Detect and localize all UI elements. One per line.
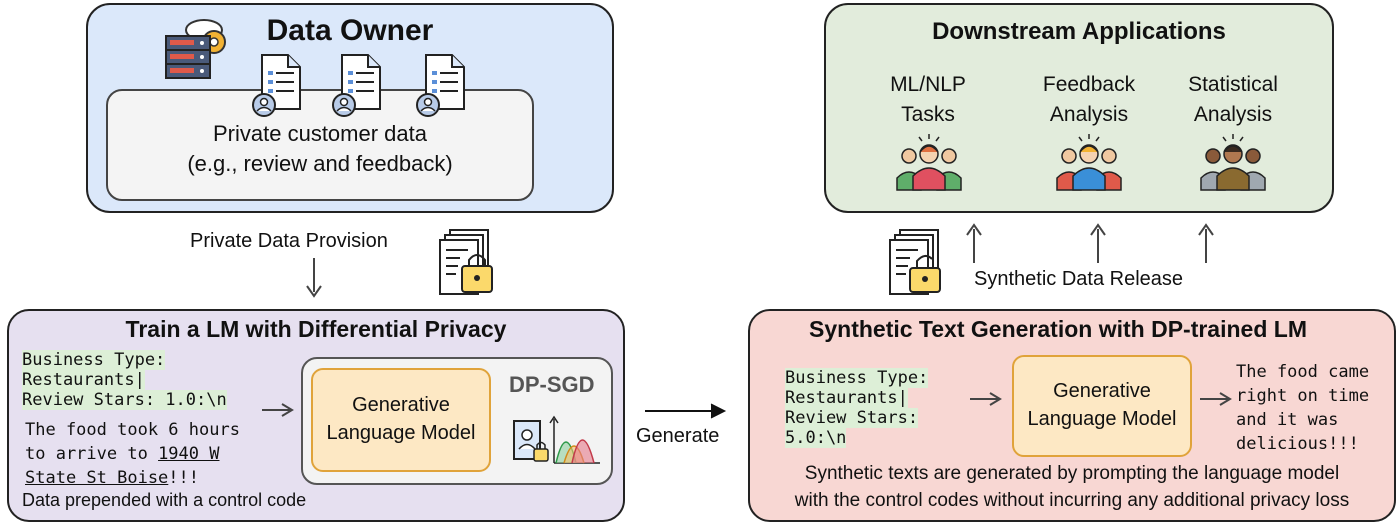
release-arrow bbox=[1198, 223, 1214, 263]
synth-output-line: The food came bbox=[1236, 362, 1370, 382]
synth-output-line: right on time bbox=[1236, 386, 1370, 406]
train-model-box bbox=[311, 368, 491, 472]
generate-arrow bbox=[645, 403, 727, 419]
synth-output-line: and it was bbox=[1236, 410, 1339, 430]
synth-model-line2: Language Model bbox=[1027, 408, 1177, 430]
release-arrow bbox=[966, 223, 982, 263]
team-icon bbox=[896, 134, 962, 191]
train-caption: Data prepended with a control code bbox=[22, 490, 307, 510]
train-code-line: Business Type: bbox=[22, 350, 166, 370]
synth-caption-line2: with the control codes without incurring… bbox=[794, 490, 1350, 511]
app-label-line1: Feedback bbox=[1042, 73, 1136, 96]
data-owner-title: Data Owner bbox=[266, 14, 434, 47]
train-title: Train a LM with Differential Privacy bbox=[125, 316, 507, 342]
private-data-line1: Private customer data bbox=[213, 121, 427, 146]
user-document-icon bbox=[252, 54, 301, 117]
app-label-line1: ML/NLP bbox=[890, 73, 966, 96]
synth-output-line: delicious!!! bbox=[1236, 434, 1359, 454]
synth-code-line: Business Type: bbox=[785, 368, 929, 388]
synth-code-line: 5.0:\n bbox=[785, 428, 847, 448]
synth-control-code: Business Type: Restaurants| Review Stars… bbox=[785, 368, 929, 448]
synth-output-text: The food came right on time and it was d… bbox=[1236, 360, 1369, 456]
private-data-line2: (e.g., review and feedback) bbox=[187, 151, 453, 176]
synth-model-box bbox=[1012, 355, 1192, 457]
app-label-line1: Statistical bbox=[1188, 73, 1278, 96]
train-input-arrow bbox=[262, 403, 294, 417]
downstream-title: Downstream Applications bbox=[932, 18, 1226, 45]
dpsgd-label: DP-SGD bbox=[509, 372, 595, 397]
locked-documents-icon bbox=[889, 229, 941, 295]
team-icon bbox=[1200, 134, 1266, 191]
train-text-line: !!! bbox=[168, 468, 200, 488]
user-document-icon bbox=[332, 54, 381, 117]
synth-code-line: Restaurants| bbox=[785, 388, 908, 408]
provision-label: Private Data Provision bbox=[190, 230, 388, 252]
privacy-distribution-icon bbox=[513, 415, 600, 464]
synth-code-line: Review Stars: bbox=[785, 408, 919, 428]
user-document-icon bbox=[416, 54, 465, 117]
train-control-code: Business Type: Restaurants| Review Stars… bbox=[22, 350, 227, 410]
team-icon bbox=[1056, 134, 1122, 191]
train-code-line: Restaurants| bbox=[22, 370, 145, 390]
train-code-line: Review Stars: 1.0:\n bbox=[22, 390, 227, 410]
synth-output-arrow bbox=[1200, 392, 1232, 406]
app-label-line2: Analysis bbox=[1193, 103, 1273, 126]
synth-model-line1: Generative bbox=[1053, 380, 1151, 402]
train-model-line1: Generative bbox=[352, 394, 450, 416]
train-text-line: The food took 6 hours bbox=[25, 420, 240, 440]
train-model-line2: Language Model bbox=[326, 422, 476, 444]
server-gear-icon bbox=[165, 19, 226, 79]
synth-input-arrow bbox=[970, 392, 1002, 406]
train-address: 1940 W bbox=[158, 444, 220, 464]
synth-title: Synthetic Text Generation with DP-traine… bbox=[809, 316, 1307, 342]
app-label-line2: Analysis bbox=[1049, 103, 1129, 126]
app-label-line2: Tasks bbox=[901, 103, 955, 126]
train-text-line: to arrive to bbox=[25, 444, 159, 464]
synth-caption-line1: Synthetic texts are generated by prompti… bbox=[804, 463, 1340, 484]
provision-arrow bbox=[306, 258, 322, 298]
locked-documents-icon bbox=[439, 229, 493, 295]
release-label: Synthetic Data Release bbox=[974, 268, 1184, 290]
train-address: State St Boise bbox=[25, 468, 169, 488]
release-arrow bbox=[1090, 223, 1106, 263]
train-review-text: The food took 6 hours to arrive to 1940 … bbox=[25, 418, 240, 490]
generate-label: Generate bbox=[636, 425, 720, 447]
